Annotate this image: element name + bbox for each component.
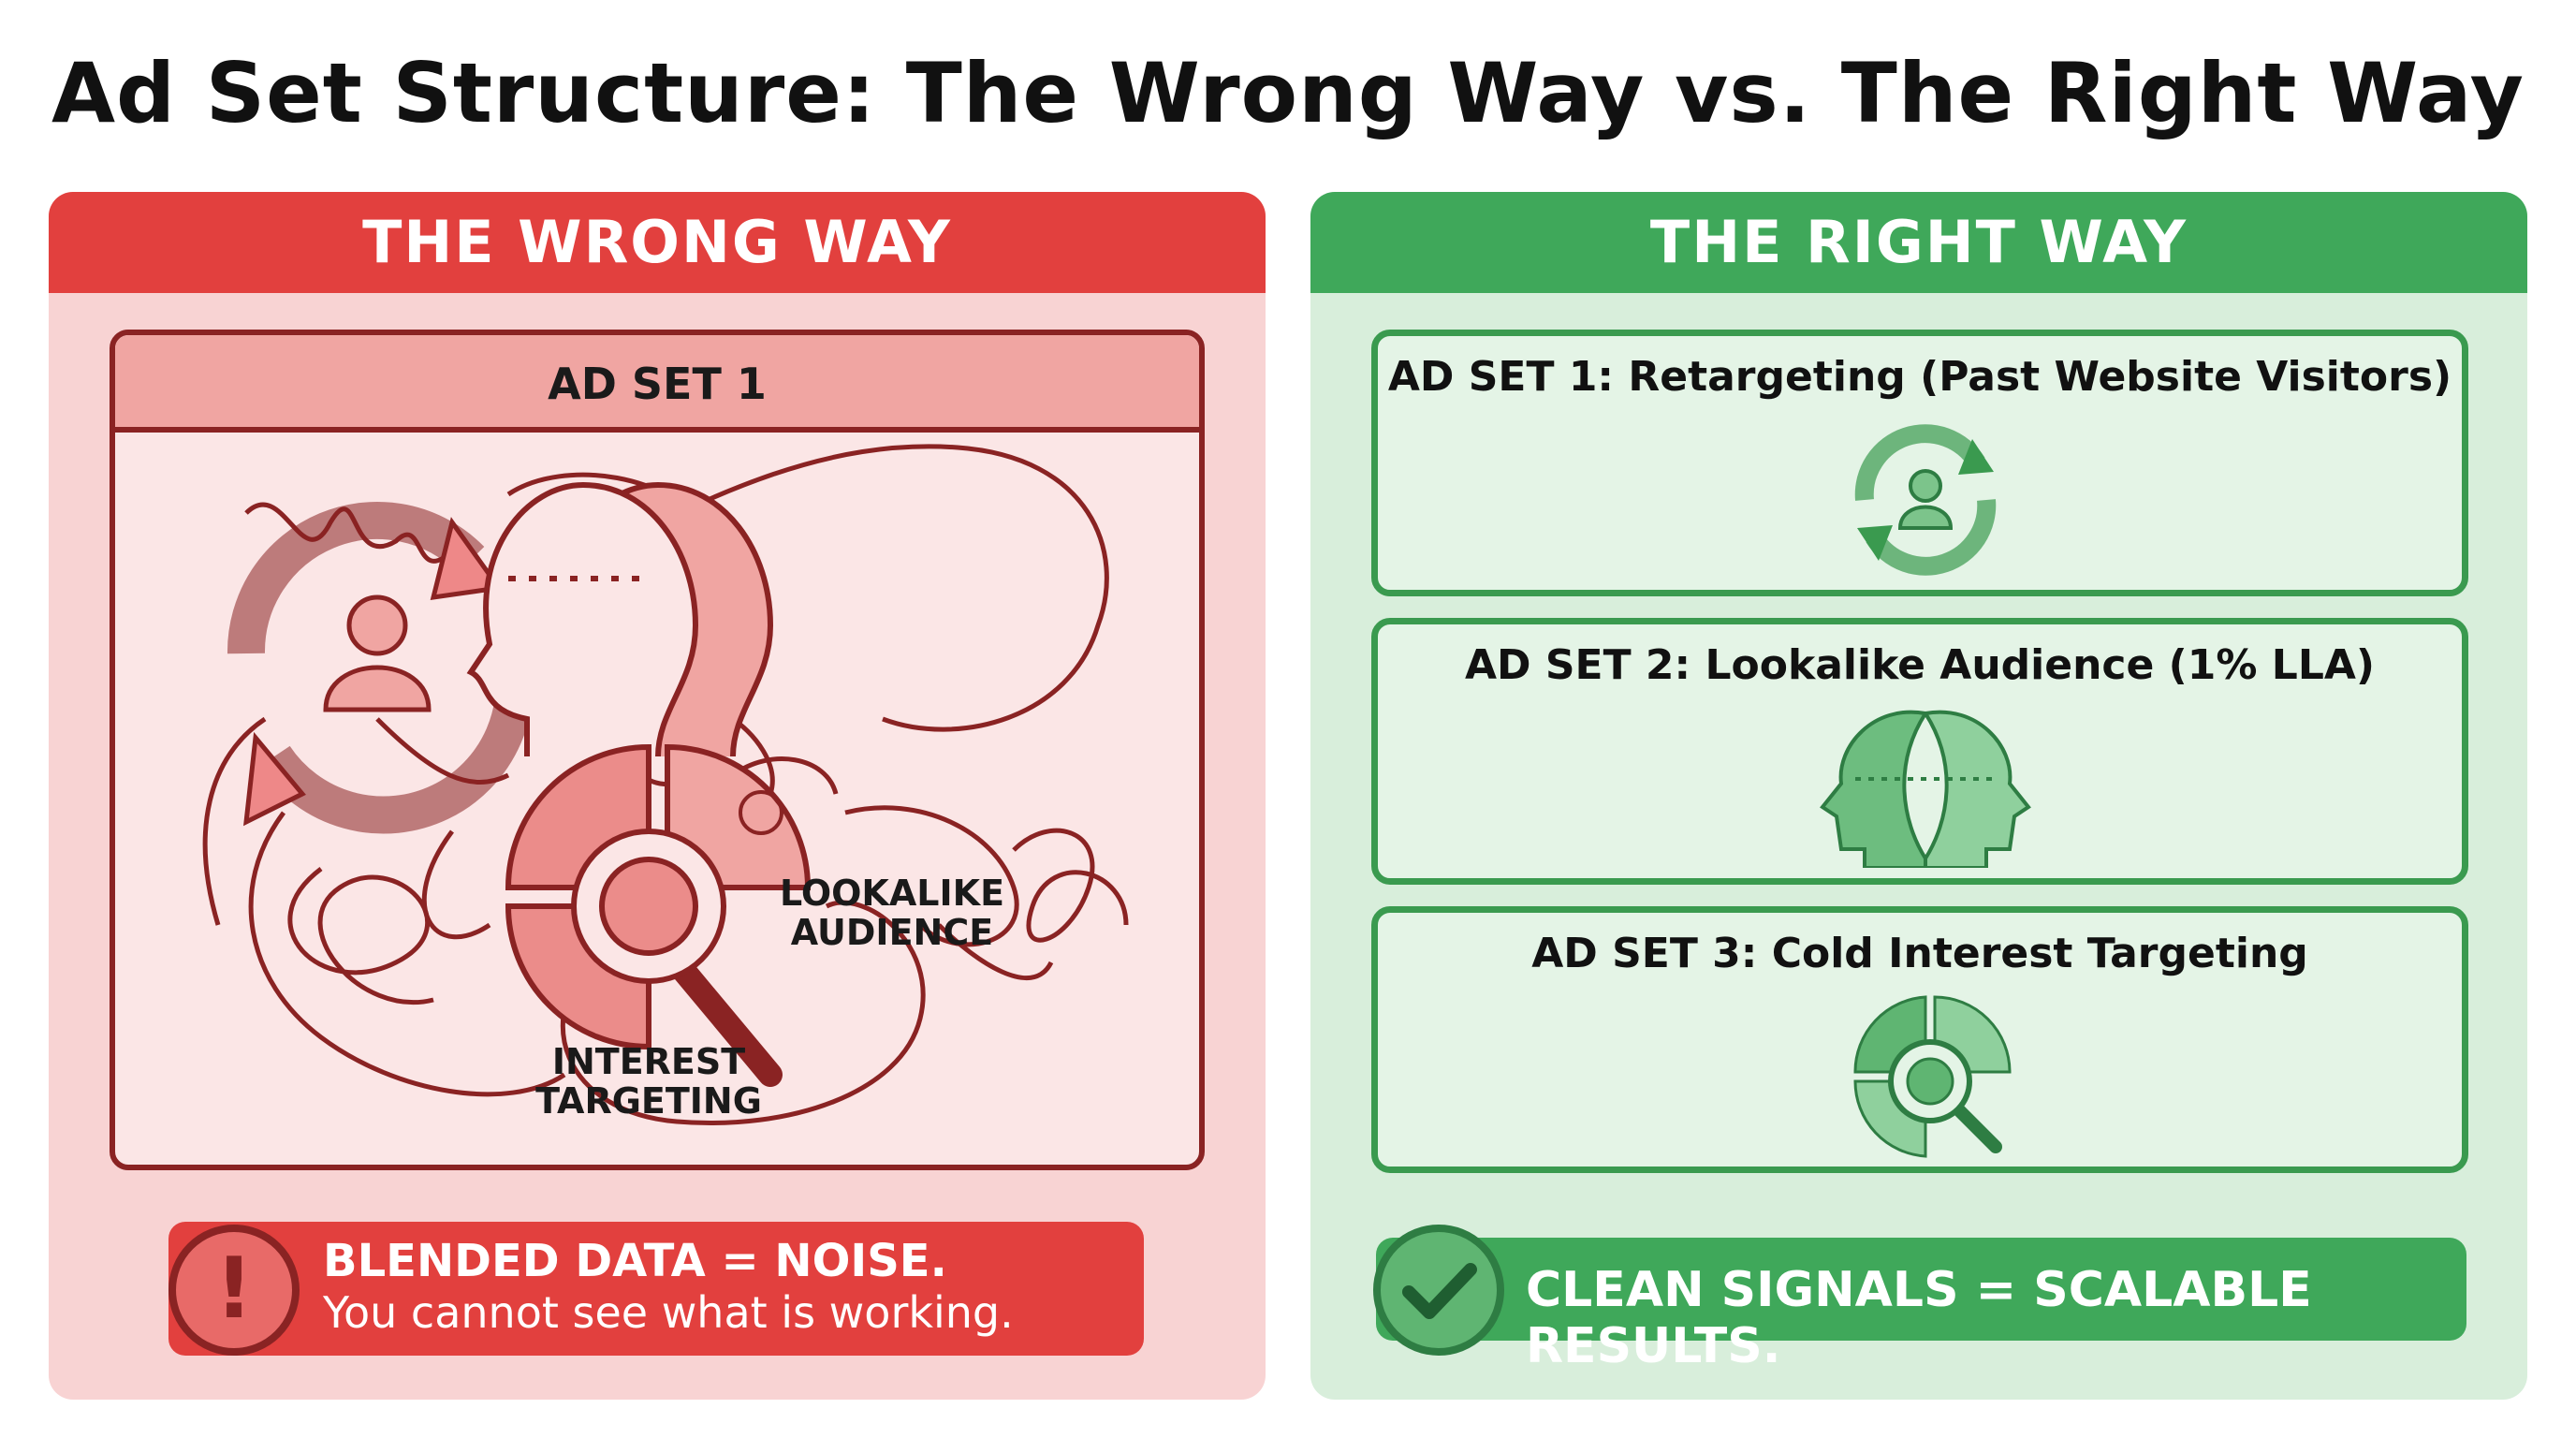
ad-set-1-box: AD SET 1 — [110, 330, 1205, 1170]
lookalike-label: LOOKALIKE AUDIENCE — [752, 873, 1032, 952]
ad-set-box-2: AD SET 2: Lookalike Audience (1% LLA) — [1371, 618, 2468, 885]
ad-set-2-title: AD SET 2: Lookalike Audience (1% LLA) — [1464, 641, 2376, 689]
tangled-arrows-illustration — [202, 444, 1129, 1126]
wrong-way-panel: THE WRONG WAY AD SET 1 — [49, 192, 1266, 1400]
right-way-callout: CLEAN SIGNALS = SCALABLE RESULTS. — [1376, 1238, 2466, 1374]
interest-label-line2: TARGETING — [535, 1080, 762, 1122]
interest-targeting-icon — [505, 743, 812, 1087]
callout-text: You cannot see what is working. — [323, 1287, 1014, 1338]
interest-label-line1: INTEREST — [551, 1041, 746, 1082]
retargeting-user-icon — [1854, 424, 1997, 576]
callout-text: CLEAN SIGNALS = SCALABLE RESULTS. — [1526, 1262, 2312, 1374]
checkmark-icon — [1373, 1225, 1504, 1356]
lookalike-heads-icon — [1820, 710, 2031, 868]
wrong-way-callout: BLENDED DATA = NOISE. You cannot see wha… — [168, 1222, 1144, 1356]
page-title: Ad Set Structure: The Wrong Way vs. The … — [51, 45, 2525, 141]
ad-set-box-3: AD SET 3: Cold Interest Targeting — [1371, 906, 2468, 1173]
retargeting-arrows-icon — [227, 502, 534, 834]
ad-set-box-1: AD SET 1: Retargeting (Past Website Visi… — [1371, 330, 2468, 596]
lookalike-label-line1: LOOKALIKE — [779, 873, 1005, 914]
lookalike-label-line2: AUDIENCE — [790, 912, 994, 953]
interest-label: INTEREST TARGETING — [508, 1042, 789, 1121]
lookalike-heads-icon — [466, 481, 774, 757]
ad-set-3-title: AD SET 3: Cold Interest Targeting — [1531, 930, 2308, 977]
wrong-way-header: THE WRONG WAY — [49, 192, 1266, 293]
ad-set-1-label: AD SET 1 — [115, 335, 1199, 433]
callout-headline: BLENDED DATA = NOISE. — [323, 1235, 947, 1287]
right-way-header: THE RIGHT WAY — [1310, 192, 2527, 293]
ad-set-1-title: AD SET 1: Retargeting (Past Website Visi… — [1387, 353, 2452, 401]
exclamation-icon: ! — [168, 1225, 300, 1356]
right-way-panel: THE RIGHT WAY AD SET 1: Retargeting (Pas… — [1310, 192, 2527, 1400]
interest-magnifier-icon — [1853, 995, 2012, 1158]
